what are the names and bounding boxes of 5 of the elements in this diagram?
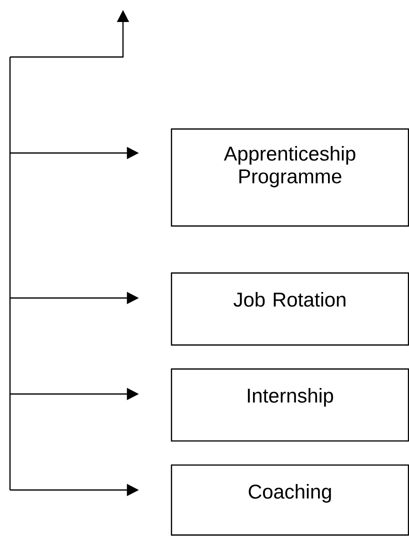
text-box: Job Rotation	[170, 272, 409, 346]
text-box: Coaching	[170, 464, 409, 536]
text-box: Internship	[170, 368, 409, 442]
text-box: Apprenticeship Programme	[170, 128, 409, 227]
connector-line	[9, 57, 11, 490]
